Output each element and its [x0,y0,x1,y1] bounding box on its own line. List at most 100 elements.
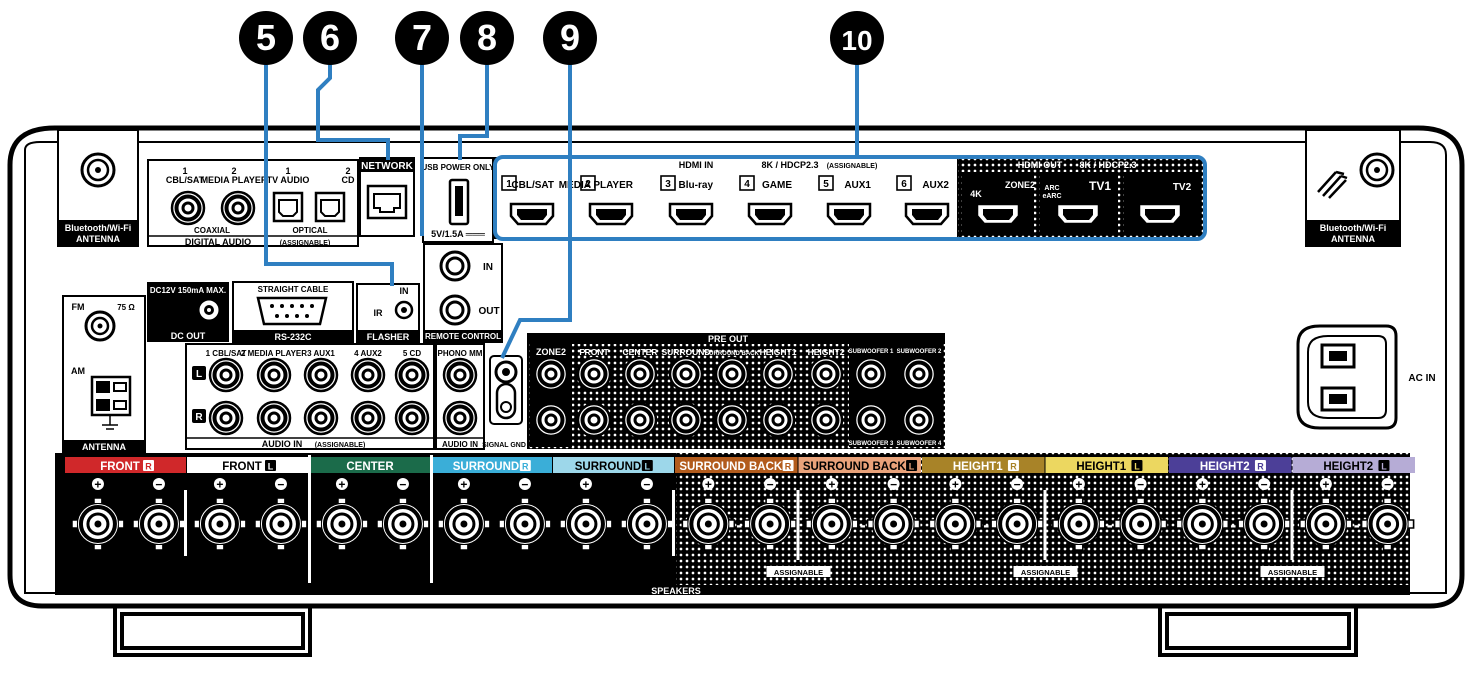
speaker-terminal-dash: - [1107,515,1113,535]
remote-out-jack[interactable] [439,294,471,326]
phono-jack-r[interactable] [442,400,478,436]
hdmi-out-tv1-port[interactable] [1055,202,1101,226]
phono-section: PHONO MM AUDIO IN SIGNAL GND [435,343,526,450]
pre-out-jack-r[interactable] [808,402,844,438]
speaker-channel-side: R [145,462,152,472]
hdmi-out-zone2-label: ZONE2 [1005,180,1035,190]
bt-left-label: Bluetooth/Wi-Fi [65,223,131,233]
hdmi-out-zone2-port[interactable] [975,202,1021,226]
speaker-channel-label: HEIGHT2 [1323,461,1373,473]
audio-in-jack-l[interactable] [350,357,386,393]
speaker-channel-label: CENTER [346,461,394,473]
pre-out-jack-l[interactable] [622,356,658,392]
speaker-plus-sign: + [828,478,835,492]
pre-out-channel-label: HEIGHT1 [760,347,797,357]
coax1-name: CBL/SAT [166,175,205,185]
hdmi-in-port[interactable] [668,202,714,226]
coaxial-jack-1[interactable] [170,190,206,226]
pre-out-channel-label: SURROUND BACK [705,351,759,357]
optical-jack-2[interactable] [314,191,346,223]
callout-badge: 5 [239,11,293,65]
pre-out-channel-label: FRONT [579,347,609,357]
audio-in-jack-r[interactable] [303,400,339,436]
fm-label: FM [72,302,85,312]
hdmi-in-port[interactable] [588,202,634,226]
audio-in-jack-r[interactable] [208,400,244,436]
pre-out-channel-label: CENTER [623,347,658,357]
hdmi-in-port[interactable] [509,202,555,226]
rs232c-port[interactable] [256,296,328,326]
pre-out-jack-r[interactable] [622,402,658,438]
pre-out-channel-label: SURROUND [661,347,710,357]
hdmi-in-port[interactable] [826,202,872,226]
pre-out-jack-l[interactable] [808,356,844,392]
pre-out-jack-r[interactable] [668,402,704,438]
audio-in-jack-l[interactable] [208,357,244,393]
speaker-channel-side: R [785,462,792,472]
callout-number: 5 [256,17,276,58]
audio-in-jack-r[interactable] [394,400,430,436]
speakers-title: SPEAKERS [651,586,701,596]
bt-right-label-2: ANTENNA [1331,234,1375,244]
speaker-minus-sign: − [1014,478,1021,492]
ac-inlet-socket[interactable] [1320,343,1356,412]
subwoofer2-label: SUBWOOFER 2 [897,349,942,355]
subwoofer3-jack[interactable] [853,402,889,438]
ethernet-port[interactable] [366,184,408,220]
callout-badge: 10 [830,11,884,65]
subwoofer1-jack[interactable] [853,356,889,392]
usb-port[interactable] [448,178,470,226]
audio-in-jack-r[interactable] [350,400,386,436]
flasher-in-jack[interactable] [394,300,414,320]
pre-out-jack-r[interactable] [714,402,750,438]
audio-in-jack-r[interactable] [256,400,292,436]
antenna-connector-right[interactable] [1359,152,1395,188]
remote-in-jack[interactable] [439,250,471,282]
pre-out-jack-l[interactable] [576,356,612,392]
subwoofer4-jack[interactable] [901,402,937,438]
hdmi-in-port[interactable] [904,202,950,226]
signal-ground-terminal[interactable] [489,355,523,425]
fm-am-antenna-section: FM 75 Ω AM ANTENNA [62,295,146,453]
fm-antenna-connector[interactable] [84,310,116,342]
dc-out-jack[interactable] [199,300,219,320]
speaker-channel-side: R [1257,462,1264,472]
audio-in-jack-l[interactable] [394,357,430,393]
pre-out-jack-l[interactable] [760,356,796,392]
digital-audio-assignable: (ASSIGNABLE) [280,240,331,247]
subwoofer2-jack[interactable] [901,356,937,392]
audio-in-assignable: (ASSIGNABLE) [315,442,366,449]
remote-control-section: IN OUT REMOTE CONTROL [423,243,503,343]
fm-impedance: 75 Ω [117,303,135,312]
pre-out-zone2-jack-r[interactable] [533,402,569,438]
optical-label: OPTICAL [292,226,327,235]
pre-out-jack-r[interactable] [576,402,612,438]
speaker-minus-sign: − [1261,478,1268,492]
pre-out-jack-l[interactable] [714,356,750,392]
pre-out-jack-l[interactable] [668,356,704,392]
hdmi-out-tv2-port[interactable] [1137,202,1183,226]
audio-in-jack-l[interactable] [303,357,339,393]
subwoofer3-label: SUBWOOFER 3 [849,441,894,447]
callout-number: 7 [412,17,432,58]
hdmi-in-port[interactable] [747,202,793,226]
speaker-terminal-dash: - [1230,515,1236,535]
coaxial-jack-2[interactable] [220,190,256,226]
audio-in-jack-l[interactable] [256,357,292,393]
pre-out-jack-r[interactable] [760,402,796,438]
phono-jack-l[interactable] [442,357,478,393]
pre-out-zone2-jack-l[interactable] [533,356,569,392]
phono-title: AUDIO IN [442,440,478,449]
speaker-minus-sign: − [1137,478,1144,492]
signal-gnd-label: SIGNAL GND [482,442,526,449]
antenna-connector-left[interactable] [80,152,116,188]
optical-jack-1[interactable] [272,191,304,223]
hdmi-out-earc-label: eARC [1042,193,1061,200]
callout-badge: 6 [303,11,357,65]
am-antenna-terminal[interactable] [90,375,132,430]
coax2-name: MEDIA PLAYER [201,175,268,185]
hdmi-in-port-name: AUX2 [922,180,949,191]
callout-number: 8 [477,17,497,58]
speaker-channel-side: R [1010,462,1017,472]
